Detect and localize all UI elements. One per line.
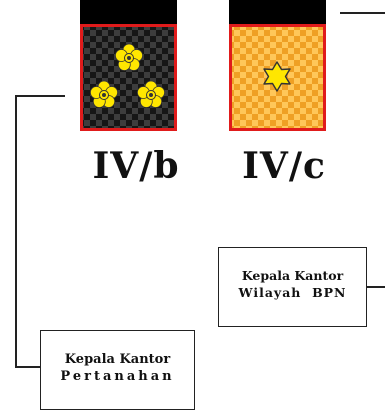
label-wilayah-line2: Wilayah BPN: [238, 285, 347, 300]
connector-line-pertanahan: [15, 95, 65, 368]
label-pertanahan-line1: Kepala Kantor: [64, 352, 171, 367]
label-box-pertanahan: Kepala Kantor Pertanahan: [40, 330, 195, 410]
insignia-band-ivc: [229, 0, 326, 24]
star-icon: [263, 61, 291, 92]
insignia-band-ivb: [80, 0, 177, 24]
insignia-ivb: [80, 0, 177, 131]
label-box-wilayah: Kepala Kantor Wilayah BPN: [218, 247, 367, 327]
label-wilayah-line1: Kepala Kantor: [241, 268, 344, 283]
grade-label-ivb: IV/b: [92, 145, 180, 187]
grade-label-ivc: IV/c: [242, 145, 326, 187]
insignia-field-ivb: [80, 24, 177, 131]
insignia-ivc: [229, 0, 326, 131]
label-pertanahan-line2: Pertanahan: [60, 369, 175, 384]
